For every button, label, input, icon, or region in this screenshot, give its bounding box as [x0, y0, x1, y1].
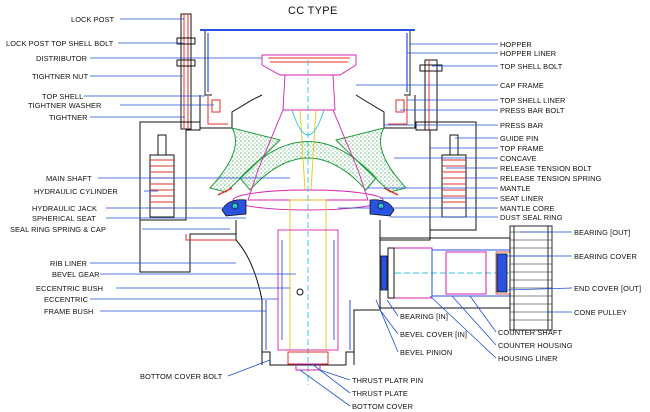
label-mantle-core: MANTLE CORE: [500, 204, 555, 213]
label-eccentric-bush: ECCENTRIC BUSH: [36, 284, 104, 293]
label-hopper: HOPPER: [500, 40, 532, 49]
label-cap-frame: CAP FRAME: [500, 81, 544, 90]
label-bottom-cover: BOTTOM COVER: [352, 402, 414, 411]
label-hopper-liner: HOPPER LINER: [500, 49, 557, 58]
cone-pulley-part: [509, 225, 553, 331]
label-seat-liner: SEAT LINER: [500, 194, 544, 203]
label-end-cover-out: END COVER [OUT]: [574, 284, 642, 293]
label-eccentric: ECCENTRIC: [44, 295, 89, 304]
label-main-shaft: MAIN SHAFT: [46, 174, 92, 183]
label-bearing-in: BEARING [IN]: [400, 312, 449, 321]
counter-housing-part: [379, 237, 511, 309]
label-counter-shaft: COUNTER SHAFT: [498, 328, 563, 337]
label-dust-seal-ring: DUST SEAL RING: [500, 213, 563, 222]
label-bevel-pinion: BEVEL PINION: [400, 348, 453, 357]
label-top-shell: TOP SHELL: [42, 92, 84, 101]
label-lock-post: LOCK POST: [71, 15, 115, 24]
concave-mantle-part: [209, 127, 407, 193]
label-tightner-washer: TIGHTNER WASHER: [28, 101, 102, 110]
label-spherical-seat: SPHERICAL SEAT: [32, 214, 96, 223]
label-bevel-gear: BEVEL GEAR: [52, 270, 100, 279]
label-lock-post-top-shell-bolt: LOCK POST TOP SHELL BOLT: [6, 39, 114, 48]
label-bearing-cover: BEARING COVER: [574, 252, 637, 261]
distributor-part: [261, 54, 357, 111]
label-mantle: MANTLE: [500, 184, 531, 193]
label-counter-housing: COUNTER HOUSING: [498, 341, 573, 350]
label-cone-pulley: CONE PULLEY: [574, 308, 627, 317]
label-press-bar-bolt: PRESS BAR BOLT: [500, 106, 565, 115]
label-concave: CONCAVE: [500, 154, 537, 163]
label-distributor: DISTRIBUTOR: [36, 54, 88, 63]
label-release-tension-bolt: RELEASE TENSION BOLT: [500, 164, 592, 173]
label-bottom-cover-bolt: BOTTOM COVER BOLT: [140, 372, 223, 381]
main-shaft-part: [277, 60, 339, 385]
label-tightner: TIGHTNER: [49, 113, 88, 122]
label-housing-liner: HOUSING LINER: [498, 354, 558, 363]
label-tightner-nut: TIGHTNER NUT: [32, 72, 89, 81]
label-bearing-out: BEARING [OUT]: [574, 228, 631, 237]
label-guide-pin: GUIDE PIN: [500, 134, 539, 143]
label-seal-ring-spring-cap: SEAL RING SPRING & CAP: [10, 225, 106, 234]
label-top-shell-bolt: TOP SHELL BOLT: [500, 62, 563, 71]
diagram-title: CC TYPE: [288, 5, 338, 17]
label-release-tension-spring: RELEASE TENSION SPRING: [500, 174, 602, 183]
hopper-part: [200, 29, 415, 96]
bottom-frame-part: [235, 234, 381, 371]
label-top-shell-liner: TOP SHELL LINER: [500, 96, 566, 105]
label-hydraulic-cylinder: HYDRAULIC CYLINDER: [34, 187, 118, 196]
label-top-frame: TOP FRAME: [500, 144, 544, 153]
main-frame-part: [139, 121, 477, 273]
label-frame-bush: FRAME BUSH: [44, 307, 94, 316]
label-thrust-plate: THRUST PLATE: [352, 389, 408, 398]
label-hydraulic-jack: HYDRAULIC JACK: [32, 204, 98, 213]
label-rib-liner: RIB LINER: [50, 259, 88, 268]
label-press-bar: PRESS BAR: [500, 121, 544, 130]
lock-post-part: [176, 13, 443, 131]
label-thrust-platr-pin: THRUST PLATR PIN: [352, 376, 424, 385]
seal-part: [217, 187, 399, 217]
top-shell-part: [199, 94, 416, 129]
leader-lines: [84, 18, 573, 407]
label-bevel-cover-in: BEVEL COVER [IN]: [400, 330, 468, 339]
